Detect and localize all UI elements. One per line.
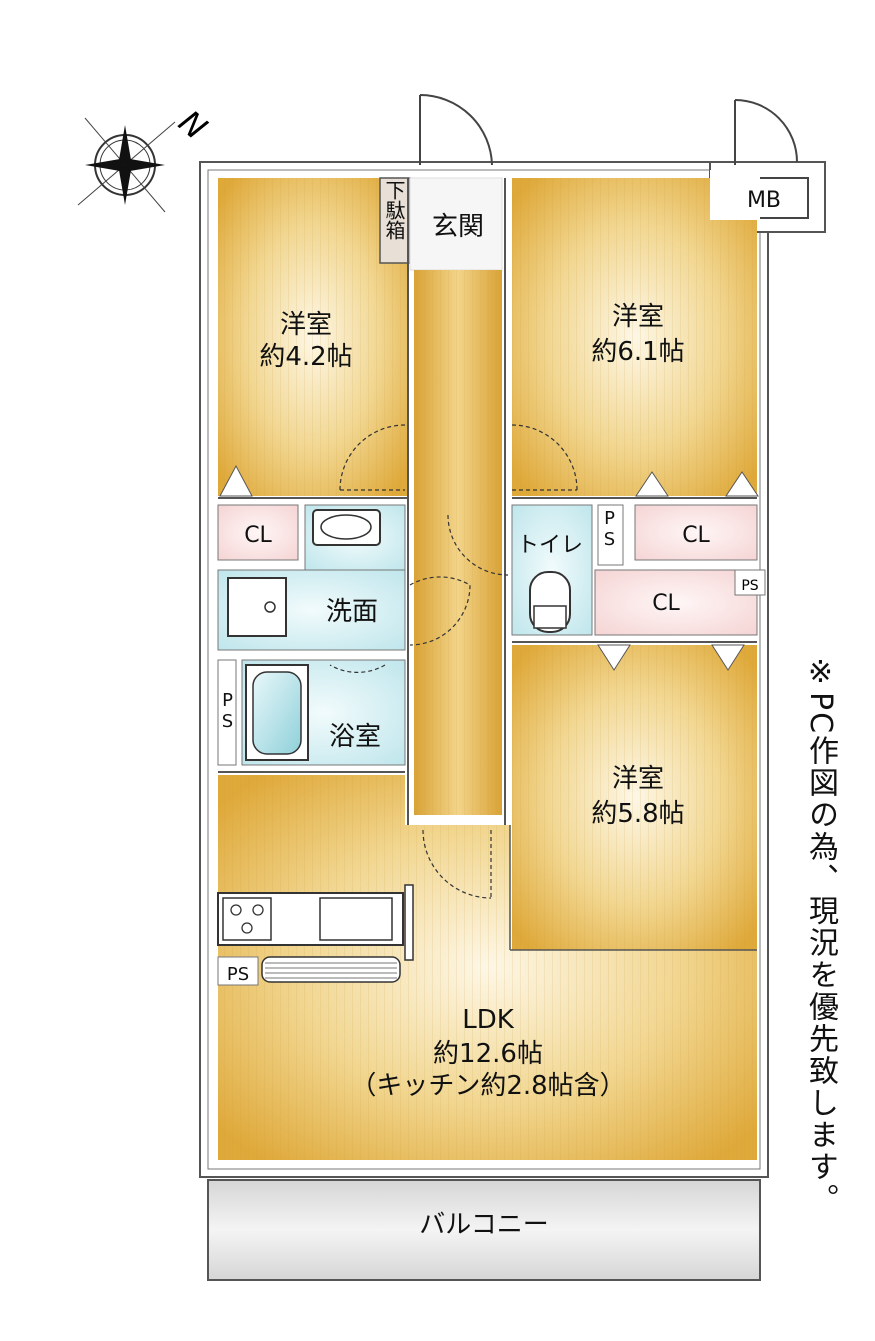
disclaimer-note: ※PC作図の為、現況を優先致します。 [803,655,838,1216]
ps-kitchen-label: PS [227,964,249,985]
ps-cl-label: PS [741,578,758,594]
room-a-size: 約4.2帖 [259,342,352,372]
closet-right-mid [594,569,758,636]
cl-left-label: CL [244,523,272,548]
ps-bath-box [217,659,237,766]
ps-toilet-label: PS [599,508,620,550]
mb-door [734,99,798,165]
entrance-door [419,94,493,166]
room-a-name: 洋室 [280,310,332,340]
cl-right-top-label: CL [682,523,710,548]
closet-right-top [634,504,758,561]
balcony [207,1179,761,1281]
entrance-label: 玄関 [432,212,484,242]
ldk-size: 約12.6帖 [433,1039,543,1069]
ldk-name: LDK [462,1005,515,1035]
ps-kitchen-box [217,956,259,986]
room-c-name: 洋室 [612,764,664,794]
toilet-label: トイレ [517,533,583,558]
stove [222,897,272,941]
mb-label: MB [747,188,781,213]
cl-right-mid-label: CL [652,591,680,616]
balcony-label: バルコニー [419,1210,548,1240]
entrance-floor [409,177,503,271]
washing-machine-pan [227,577,287,637]
ps-cl-box [734,569,766,596]
kitchen-sink [319,897,393,941]
bathroom-label: 浴室 [329,722,381,752]
compass: N [77,103,214,213]
closet-left [217,504,299,561]
washroom-label: 洗面 [326,597,378,627]
room-b-size: 約6.1帖 [591,337,684,367]
room-c-size: 約5.8帖 [591,799,684,829]
compass-north-label: N [171,103,214,148]
shoe-box-label: 下駄箱 [382,180,406,240]
ps-bath-label: PS [217,690,238,732]
door-swings [329,424,578,899]
ps-toilet-box [597,504,624,566]
room-b-name: 洋室 [612,302,664,332]
ldk-note: （キッチン約2.8帖含） [350,1071,625,1101]
